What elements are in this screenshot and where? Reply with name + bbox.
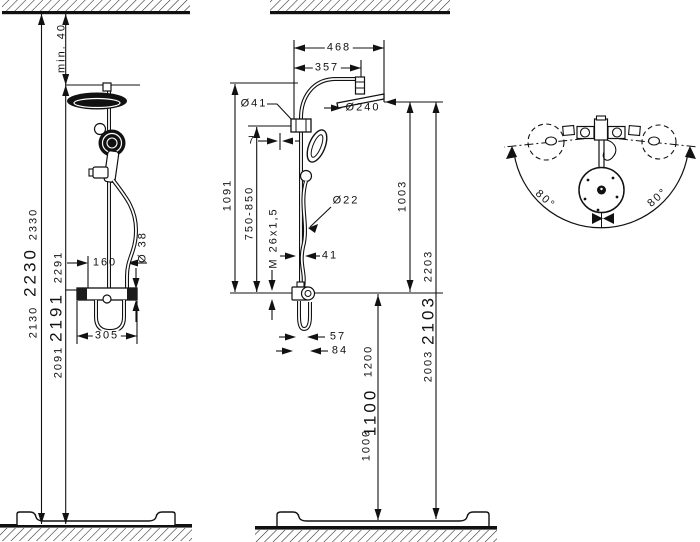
riser-connector-front xyxy=(102,82,112,92)
dim-pipe-offset: 41 xyxy=(321,249,339,262)
dim-arm-reach: 357 xyxy=(312,61,342,74)
dim-hose-offset: 160 xyxy=(92,256,118,269)
swivel-arc xyxy=(513,152,689,229)
shower-tray-side xyxy=(276,511,490,526)
hose-top xyxy=(602,139,617,161)
ceiling-middle xyxy=(270,0,450,15)
dim-head-reach: 468 xyxy=(324,41,354,54)
front-view-product xyxy=(67,82,139,334)
side-view-product xyxy=(290,76,385,332)
dim-overall-low: 2003 xyxy=(422,349,435,383)
dim-total-height-main: 2230 xyxy=(20,247,40,297)
dim-total-height-high: 2330 xyxy=(27,207,40,241)
slider-holder-front xyxy=(92,166,109,179)
dim-valve-to-head: 1003 xyxy=(396,179,409,213)
dim-total-height-low: 2130 xyxy=(27,305,40,339)
dim-bar-width: 305 xyxy=(92,329,122,342)
swivel-indicator-left xyxy=(592,213,603,224)
swivel-position-right xyxy=(641,124,677,160)
ceiling-left xyxy=(2,0,190,15)
top-view-swivel xyxy=(503,115,699,229)
dim-valve-height-low: 1000 xyxy=(360,428,373,462)
hand-shower-side xyxy=(306,129,328,163)
wall-bracket-side xyxy=(290,118,312,133)
pivot-side xyxy=(299,169,313,183)
dimension-arrowheads xyxy=(38,14,440,524)
dim-loop-depth: 84 xyxy=(331,344,349,357)
dim-arm-to-valve: 1091 xyxy=(221,178,234,212)
dim-valve-height-high: 1200 xyxy=(362,344,375,378)
dim-thread-spec: M 26x1,5 xyxy=(267,207,280,269)
hub-top xyxy=(593,118,609,141)
dim-loop-width: 57 xyxy=(329,330,347,343)
overhead-shower-front xyxy=(67,92,127,110)
floor-left xyxy=(0,524,192,541)
dim-overall-main: 2103 xyxy=(418,295,438,345)
dim-head-diameter: Ø240 xyxy=(345,101,381,114)
dim-bracket-offset: 7 xyxy=(247,134,257,147)
swivel-indicator-right xyxy=(603,213,614,224)
pivot-front xyxy=(93,122,107,136)
dim-outlet-height-main: 2191 xyxy=(46,292,66,342)
head-connector-side xyxy=(354,76,366,95)
dim-bracket-diameter: Ø41 xyxy=(240,97,268,110)
dim-outlet-height-low: 2091 xyxy=(52,345,65,379)
floor-middle xyxy=(255,526,497,542)
swivel-position-left xyxy=(527,123,565,161)
dim-outlet-height-high: 2291 xyxy=(52,250,65,284)
dim-min-clearance: min. 40 xyxy=(55,22,68,74)
dim-overall-high: 2203 xyxy=(422,249,435,283)
dim-pipe-diameter: Ø22 xyxy=(332,194,360,207)
dim-bar-diameter: Ø 38 xyxy=(136,231,149,263)
overhead-shower-side xyxy=(336,93,385,109)
shower-tray-front xyxy=(16,511,176,525)
dim-riser-range: 750-850 xyxy=(243,185,256,241)
